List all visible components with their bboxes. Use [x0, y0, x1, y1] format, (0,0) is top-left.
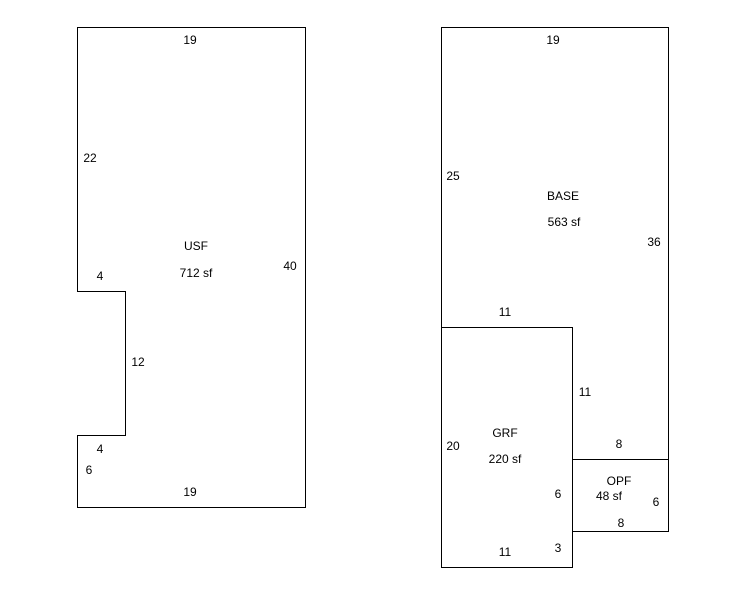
grf-area-value: 220 sf — [489, 452, 522, 466]
grf-area: GRF 220 sf 20 6 3 11 — [441, 327, 573, 568]
base-area: BASE 563 sf 19 25 36 11 11 8 — [441, 27, 669, 460]
usf-dim-left-lower: 6 — [86, 463, 93, 477]
grf-dim-right-upper: 6 — [555, 487, 562, 501]
usf-dim-notch-top: 4 — [97, 269, 104, 283]
usf-label: USF — [184, 239, 208, 253]
opf-outline — [572, 459, 669, 532]
grf-dim-left: 20 — [446, 439, 460, 453]
usf-dim-right: 40 — [283, 259, 297, 273]
grf-dim-bottom: 11 — [499, 545, 512, 559]
grf-outline — [441, 327, 573, 568]
usf-dim-notch-depth: 12 — [131, 355, 145, 369]
base-dim-step: 8 — [616, 437, 623, 451]
opf-area-value: 48 sf — [596, 489, 623, 503]
grf-dim-right-lower: 3 — [555, 541, 562, 555]
base-dim-right: 36 — [647, 235, 661, 249]
base-dim-left: 25 — [446, 169, 460, 183]
base-dim-top: 19 — [546, 33, 560, 47]
base-dim-inner-right: 11 — [579, 385, 592, 399]
opf-dim-bottom: 8 — [618, 516, 625, 530]
base-area-value: 563 sf — [548, 215, 581, 229]
opf-label: OPF — [607, 474, 632, 488]
usf-area: USF 712 sf 19 22 40 4 12 4 6 19 — [77, 27, 306, 508]
usf-outline — [77, 27, 306, 508]
usf-dim-notch-bottom: 4 — [97, 442, 104, 456]
usf-dim-top: 19 — [183, 33, 197, 47]
opf-dim-right: 6 — [653, 495, 660, 509]
usf-area-value: 712 sf — [180, 266, 213, 280]
opf-area: OPF 48 sf 6 8 — [572, 459, 669, 532]
usf-dim-left-upper: 22 — [83, 151, 97, 165]
grf-label: GRF — [492, 426, 517, 440]
usf-dim-bottom: 19 — [183, 485, 197, 499]
base-dim-bottom: 11 — [499, 305, 512, 319]
base-label: BASE — [547, 189, 579, 203]
base-outline — [441, 27, 669, 460]
